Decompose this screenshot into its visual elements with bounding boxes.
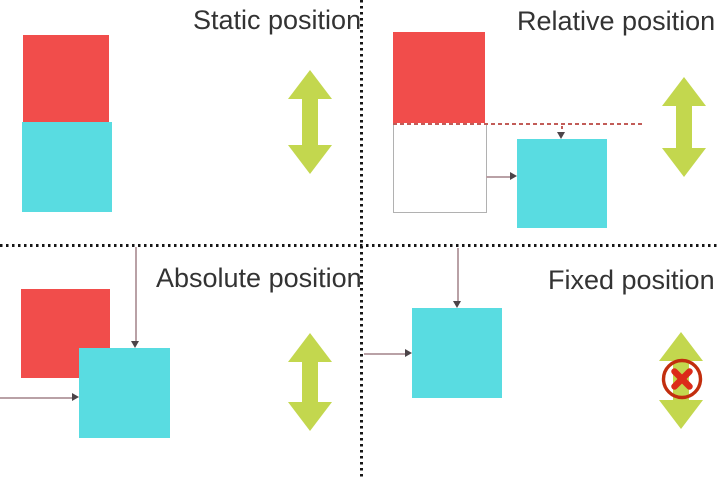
fixed-top-offset-connector [457,248,459,302]
scroll-arrow-icon [288,333,332,431]
absolute-top-offset-connector [135,247,137,342]
arrow-down-head [288,402,332,431]
arrow-shaft [302,99,318,145]
arrow-down-head [662,148,706,177]
arrow-up-head [288,70,332,99]
offset-right-arrowhead-icon [510,172,517,180]
relative-position-label: Relative position [517,6,716,36]
offset-down-arrowhead-icon [557,132,565,139]
absolute-position-label: Absolute position [156,263,362,293]
scroll-arrow-icon [662,77,706,177]
arrow-shaft [676,106,692,148]
scroll-arrow-icon [288,70,332,174]
static-cyan-box [22,122,112,212]
horizontal-dotted-divider [0,244,720,247]
relative-cyan-box [517,139,607,228]
arrow-down-head [659,400,703,429]
offset-down-arrowhead-icon [131,341,139,348]
absolute-left-offset-connector [0,397,72,399]
fixed-position-label: Fixed position [548,265,715,295]
offset-right-arrowhead-icon [405,349,412,357]
absolute-cyan-box [79,348,170,438]
relative-red-box [393,32,485,123]
static-position-label: Static position [193,5,362,35]
offset-down-arrowhead-icon [453,301,461,308]
relative-offset-right-connector [486,176,511,178]
arrow-shaft [302,362,318,402]
arrow-up-head [288,333,332,362]
fixed-cyan-box [412,308,502,398]
static-red-box [23,35,109,122]
arrow-down-head [288,145,332,174]
offset-right-arrowhead-icon [72,393,79,401]
relative-offset-down-dashed-connector [561,126,563,134]
no-scroll-icon [661,358,703,400]
arrow-up-head [662,77,706,106]
relative-original-top-dashed-line [393,123,644,125]
vertical-dotted-divider [360,0,363,478]
relative-original-position-ghost-box [393,124,487,213]
fixed-left-offset-connector [364,353,405,355]
arrow-up-head [659,332,703,361]
